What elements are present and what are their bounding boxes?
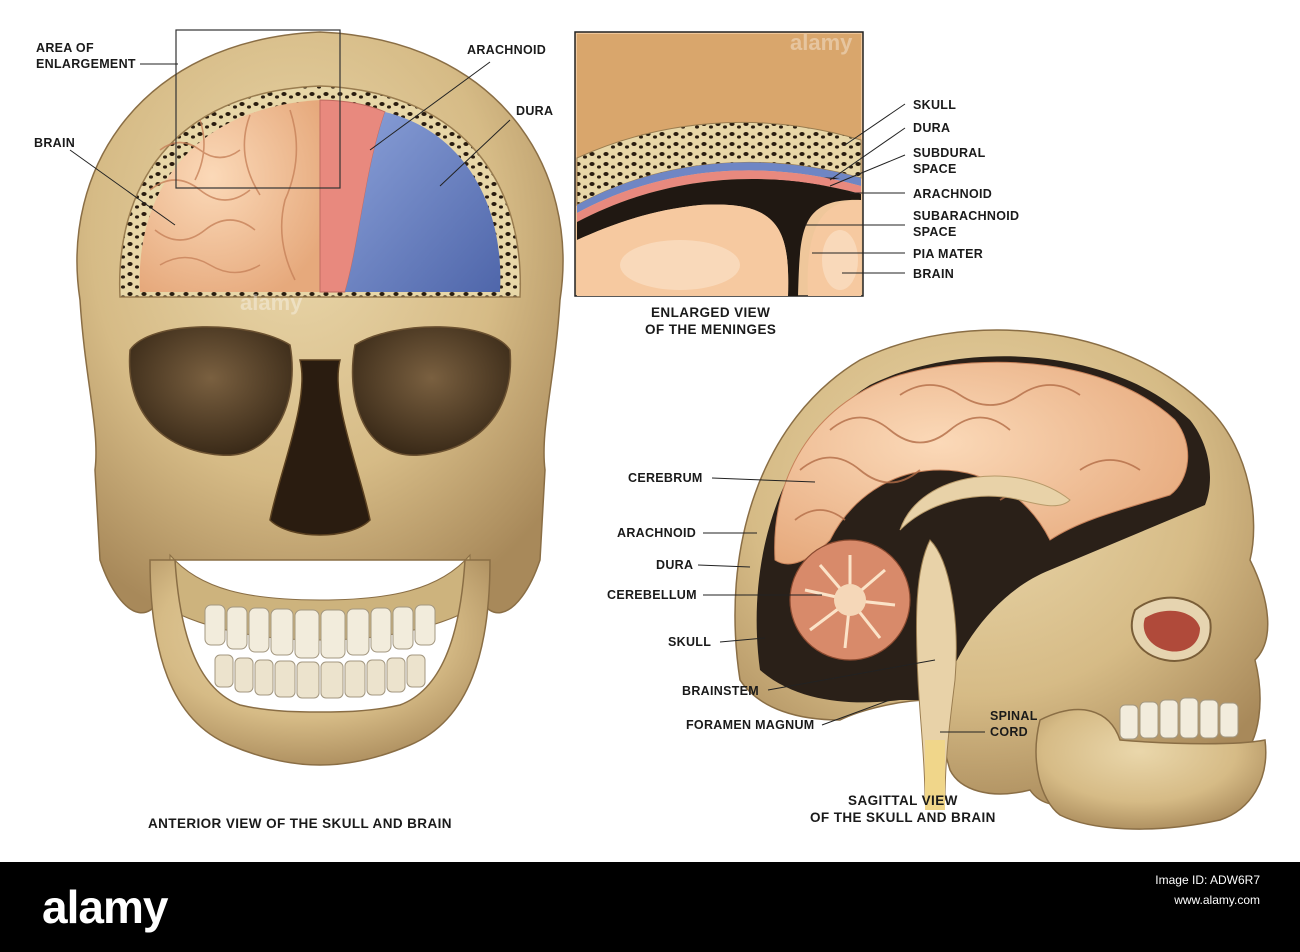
upper-teeth	[204, 604, 436, 659]
label-arachnoid-sagittal: ARACHNOID	[617, 526, 697, 540]
caption-sagittal: SAGITTAL VIEW OF THE SKULL AND BRAIN	[810, 793, 996, 825]
watermark-text: alamy	[240, 290, 303, 315]
left-orbit	[128, 326, 293, 456]
sagittal-leader-lines	[697, 477, 985, 733]
nasal-cavity	[269, 359, 371, 536]
mandible	[149, 559, 491, 766]
label-area-of-enlargement: AREA OF ENLARGEMENT	[36, 41, 136, 71]
sagittal-skull	[734, 329, 1269, 830]
label-subdural-space: SUBDURAL SPACE	[913, 146, 986, 176]
label-dura-sagittal: DURA	[656, 558, 694, 572]
label-skull-sagittal: SKULL	[668, 635, 712, 649]
label-foramen-magnum: FORAMEN MAGNUM	[686, 718, 815, 732]
label-dura-enlarged: DURA	[913, 121, 951, 135]
illustration-canvas	[69, 29, 1269, 830]
image-id-label: Image ID: ADW6R7	[1155, 873, 1260, 887]
site-url: www.alamy.com	[1174, 893, 1260, 907]
label-pia-mater: PIA MATER	[913, 247, 984, 261]
label-arachnoid-anterior: ARACHNOID	[467, 43, 547, 57]
label-brain-anterior: BRAIN	[34, 136, 76, 150]
anterior-leader-lines	[69, 61, 511, 226]
enlarged-meninges-view	[574, 31, 864, 297]
label-cerebrum: CEREBRUM	[628, 471, 703, 485]
label-spinal-cord: SPINAL CORD	[990, 709, 1038, 739]
label-cerebellum: CEREBELLUM	[607, 588, 697, 602]
caption-anterior: ANTERIOR VIEW OF THE SKULL AND BRAIN	[148, 816, 452, 831]
watermark-a: alamy	[790, 30, 853, 55]
label-brainstem: BRAINSTEM	[682, 684, 760, 698]
alamy-logo: alamy	[42, 881, 168, 933]
caption-enlarged: ENLARGED VIEW OF THE MENINGES	[645, 305, 777, 337]
lower-teeth	[214, 654, 426, 699]
label-arachnoid-enlarged: ARACHNOID	[913, 187, 993, 201]
image-id-block: Image ID: ADW6R7 www.alamy.com	[1155, 870, 1260, 910]
footer-bar: alamy Image ID: ADW6R7 www.alamy.com	[0, 862, 1300, 952]
label-brain-enlarged: BRAIN	[913, 267, 955, 281]
label-subarachnoid-space: SUBARACHNOID SPACE	[913, 209, 1020, 239]
area-of-enlargement-box	[175, 29, 341, 189]
right-orbit	[351, 326, 512, 456]
anterior-skull	[76, 29, 564, 766]
label-skull-enlarged: SKULL	[913, 98, 957, 112]
label-dura-anterior: DURA	[516, 104, 554, 118]
enlarged-leader-lines	[805, 103, 906, 274]
sagittal-teeth	[1119, 697, 1239, 740]
